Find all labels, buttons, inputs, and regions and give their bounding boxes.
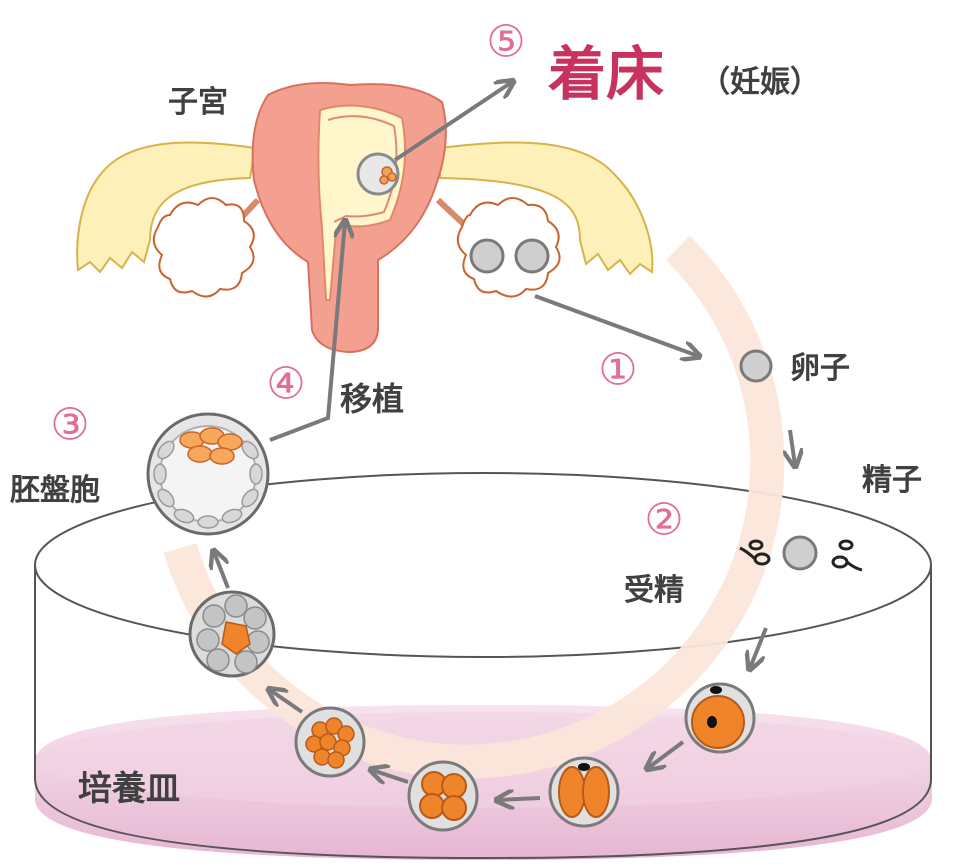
egg-cell: [741, 351, 771, 381]
step-number-5: ⑤: [486, 17, 525, 68]
egg-in-ovary: [471, 240, 503, 272]
embryo-2-cell: [550, 758, 618, 826]
label-culture-dish: 培養皿: [78, 769, 180, 809]
arrow-compact-to-blastocyst: [214, 552, 228, 588]
arrow-egg-to-sperm: [790, 430, 795, 465]
step-number-2: ②: [644, 495, 683, 546]
label-egg: 卵子: [790, 351, 850, 386]
embryo-blastocyst: [148, 414, 268, 534]
embryo-compact: [190, 592, 274, 676]
label-transfer: 移植: [340, 380, 404, 418]
step-number-4: ④: [266, 359, 305, 410]
step-number-1: ①: [598, 345, 637, 396]
embryo-zygote: [686, 684, 754, 752]
embryo-4-cell: [409, 762, 477, 830]
label-fertilization: 受精: [624, 573, 684, 608]
sperm-right: [833, 541, 862, 570]
fertilizing-egg: [784, 537, 816, 569]
label-blastocyst: 胚盤胞: [10, 473, 100, 508]
arrow-fertilized-to-zygote: [750, 628, 766, 668]
uterus-illustration: [77, 83, 652, 352]
egg-in-ovary: [516, 240, 548, 272]
left-ovary: [154, 198, 254, 297]
label-implantation: 着床: [548, 40, 664, 108]
step-number-3: ③: [50, 400, 89, 451]
embryo-morula: [296, 708, 364, 776]
label-sperm: 精子: [862, 463, 922, 498]
label-uterus: 子宮: [168, 85, 228, 120]
label-pregnancy: （妊娠）: [700, 65, 820, 100]
arrow-2cell-to-4cell: [498, 798, 540, 800]
